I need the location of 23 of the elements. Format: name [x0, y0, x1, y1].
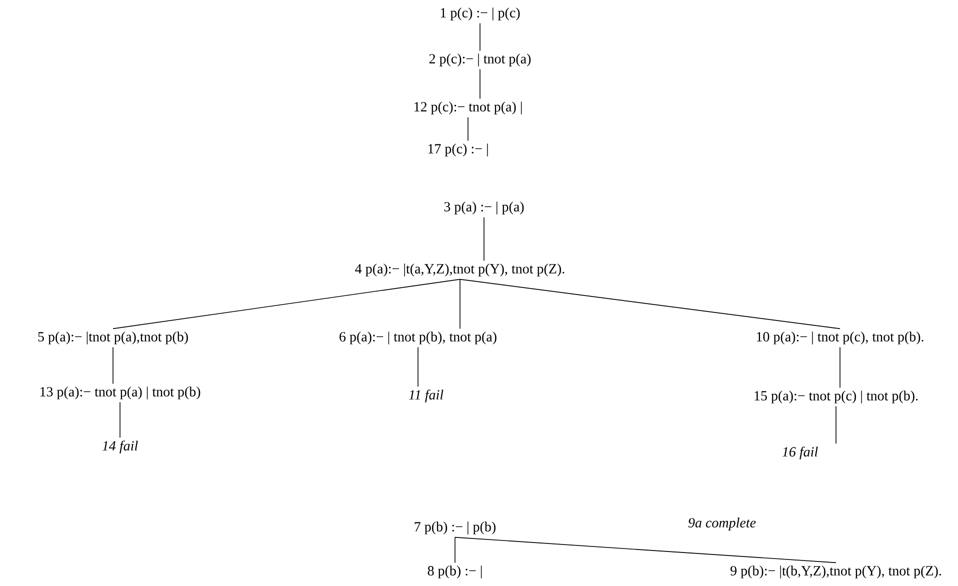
- tree-node-text: 2 p(c):− | tnot p(a): [429, 54, 531, 66]
- tree-line: [460, 278, 840, 330]
- tree-line: [112, 278, 460, 330]
- tree-node-text: 10 p(a):− | tnot p(c), tnot p(b).: [756, 332, 924, 344]
- tree-line: [454, 536, 836, 564]
- tree-node-text: 3 p(a) :− | p(a): [444, 202, 524, 214]
- tree-node-text: 16 fail: [782, 446, 818, 460]
- tree-node-text: 4 p(a):− |t(a,Y,Z),tnot p(Y), tnot p(Z).: [355, 264, 564, 276]
- tree-node-text: 11 fail: [408, 390, 444, 402]
- tree-node-text: 1 p(c) :− | p(c): [440, 8, 520, 20]
- tree-node-text: 17 p(c) :− |: [428, 144, 488, 156]
- tree-node-text: 14 fail: [102, 440, 138, 454]
- tree-node-text: 15 p(a):− tnot p(c) | tnot p(b).: [754, 390, 918, 404]
- tree-line: [112, 346, 114, 384]
- tree-node-text: 8 p(b) :− |: [428, 566, 482, 578]
- tree-node-text: 7 p(b) :− | p(b): [414, 522, 496, 534]
- tree-node-text: 5 p(a):− |tnot p(a),tnot p(b): [38, 332, 188, 344]
- tree-node-text: 12 p(c):− tnot p(a) |: [414, 102, 522, 114]
- tree-node-text: 6 p(a):− | tnot p(b), tnot p(a): [340, 332, 496, 344]
- status-note: 9a complete: [688, 518, 756, 530]
- tree-line: [454, 536, 456, 564]
- tree-node-text: 13 p(a):− tnot p(a) | tnot p(b): [40, 386, 200, 400]
- tree-node-text: 9 p(b):− |t(b,Y,Z),tnot p(Y), tnot p(Z).: [730, 566, 941, 578]
